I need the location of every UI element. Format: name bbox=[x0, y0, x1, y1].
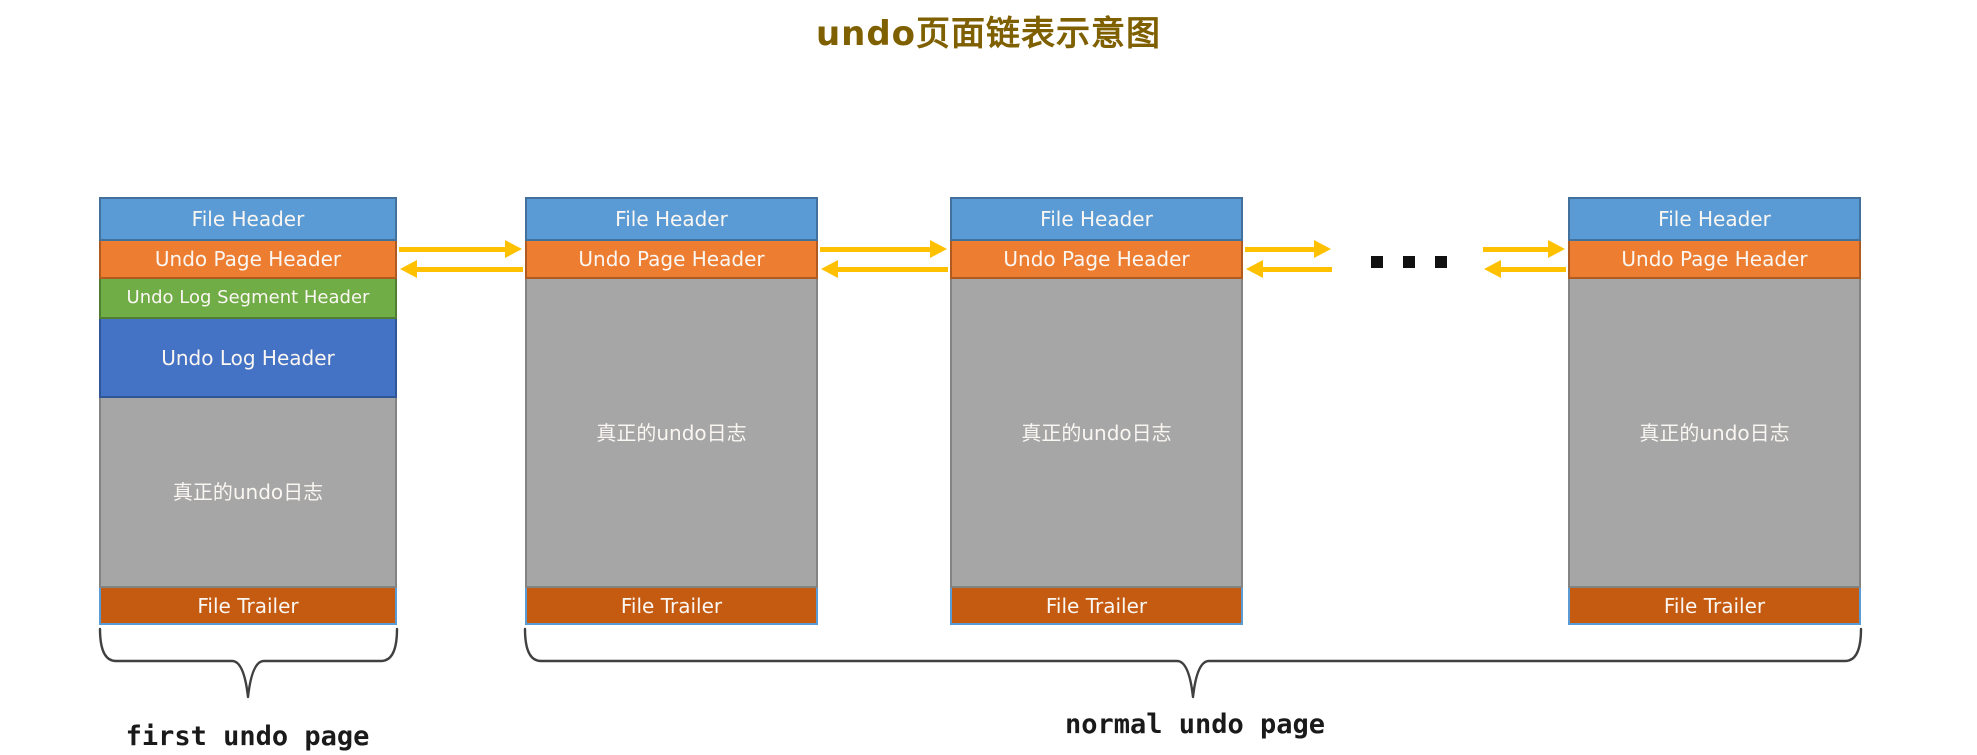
section-label: File Trailer bbox=[620, 593, 723, 618]
normal-undo-page-brace bbox=[523, 627, 1863, 699]
next-link-arrow-icon bbox=[399, 240, 522, 258]
first-undo-page-brace bbox=[98, 627, 399, 699]
section-file-header: File Header bbox=[950, 197, 1243, 241]
section-label: File Trailer bbox=[1045, 593, 1148, 618]
section-file-trailer: File Trailer bbox=[525, 588, 818, 625]
section-file-trailer: File Trailer bbox=[950, 588, 1243, 625]
section-file-trailer: File Trailer bbox=[99, 588, 397, 625]
section-undo-log-body: 真正的undo日志 bbox=[1568, 279, 1861, 588]
section-label: File Header bbox=[191, 207, 305, 231]
section-label: Undo Page Header bbox=[154, 247, 342, 271]
section-undo-log-header: Undo Log Header bbox=[99, 319, 397, 398]
section-file-header: File Header bbox=[1568, 197, 1861, 241]
section-file-header: File Header bbox=[99, 197, 397, 241]
ellipsis-dot bbox=[1435, 256, 1447, 268]
section-label: 真正的undo日志 bbox=[1639, 420, 1790, 445]
page-normal-undo-1: File Header Undo Page Header 真正的undo日志 F… bbox=[525, 197, 818, 625]
section-label: File Trailer bbox=[1663, 593, 1766, 618]
page-normal-undo-n: File Header Undo Page Header 真正的undo日志 F… bbox=[1568, 197, 1861, 625]
section-label: File Header bbox=[1040, 207, 1153, 231]
section-label: Undo Log Header bbox=[161, 345, 335, 370]
prev-link-arrow-icon bbox=[821, 260, 948, 278]
page-first-undo: File Header Undo Page Header Undo Log Se… bbox=[99, 197, 397, 625]
section-label: Undo Page Header bbox=[1003, 247, 1190, 271]
section-undo-log-body: 真正的undo日志 bbox=[525, 279, 818, 588]
section-label: Undo Page Header bbox=[578, 247, 765, 271]
section-undo-page-header: Undo Page Header bbox=[525, 241, 818, 279]
section-label: 真正的undo日志 bbox=[172, 480, 324, 504]
next-link-arrow-icon bbox=[820, 240, 947, 258]
next-link-arrow-icon bbox=[1245, 240, 1331, 258]
normal-undo-page-label: normal undo page bbox=[1064, 709, 1326, 740]
section-label: Undo Log Segment Header bbox=[126, 287, 370, 309]
first-undo-page-label: first undo page bbox=[125, 721, 370, 752]
section-undo-page-header: Undo Page Header bbox=[99, 241, 397, 279]
section-undo-log-body: 真正的undo日志 bbox=[99, 398, 397, 588]
diagram-title: undo页面链表示意图 bbox=[815, 14, 1162, 54]
next-link-arrow-icon bbox=[1483, 240, 1565, 258]
prev-link-arrow-icon bbox=[1484, 260, 1566, 278]
section-undo-page-header: Undo Page Header bbox=[950, 241, 1243, 279]
section-undo-log-body: 真正的undo日志 bbox=[950, 279, 1243, 588]
section-label: File Trailer bbox=[197, 593, 299, 618]
ellipsis-dot bbox=[1403, 256, 1415, 268]
section-undo-log-segment-header: Undo Log Segment Header bbox=[99, 279, 397, 319]
section-file-header: File Header bbox=[525, 197, 818, 241]
section-label: Undo Page Header bbox=[1621, 247, 1808, 271]
section-label: File Header bbox=[615, 207, 728, 231]
section-undo-page-header: Undo Page Header bbox=[1568, 241, 1861, 279]
section-label: 真正的undo日志 bbox=[596, 420, 747, 445]
ellipsis-dot bbox=[1371, 256, 1383, 268]
section-label: File Header bbox=[1658, 207, 1771, 231]
page-normal-undo-2: File Header Undo Page Header 真正的undo日志 F… bbox=[950, 197, 1243, 625]
prev-link-arrow-icon bbox=[1246, 260, 1332, 278]
section-label: 真正的undo日志 bbox=[1021, 420, 1172, 445]
section-file-trailer: File Trailer bbox=[1568, 588, 1861, 625]
prev-link-arrow-icon bbox=[400, 260, 523, 278]
